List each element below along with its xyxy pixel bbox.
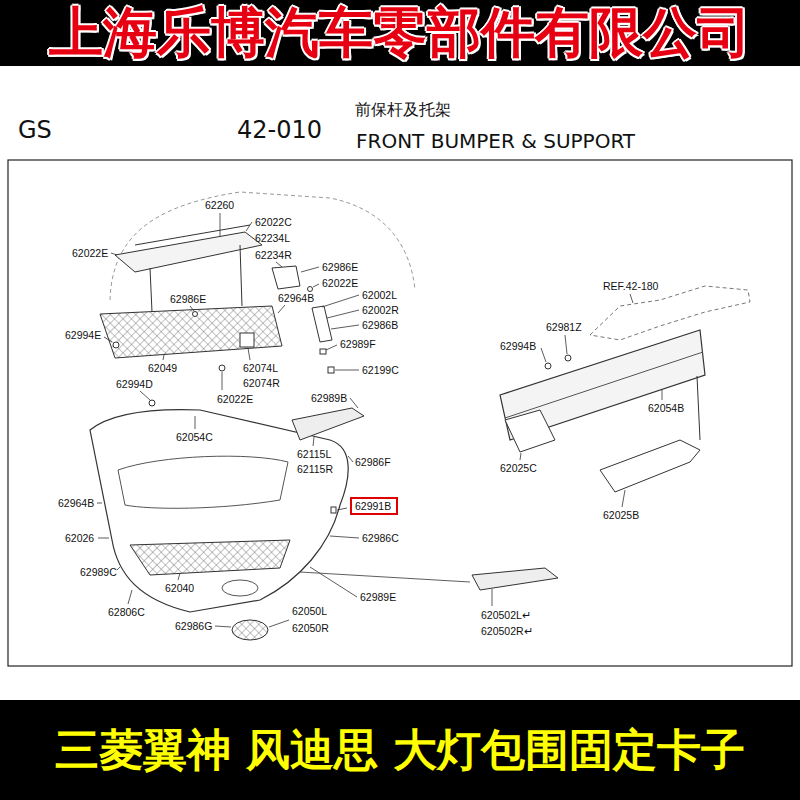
grille-opening [118,456,288,508]
section-title: 前保杆及托架 [355,101,451,119]
callout-number: 62022E [72,247,108,259]
clip-symbol [193,312,198,317]
callout-number: 62234L [255,232,290,244]
absorber-part [600,440,700,492]
bumper-trim [292,408,364,440]
series-code: GS [18,116,52,144]
node-text: 62991B [355,500,393,512]
callout-number: 62964B [278,292,314,304]
callout-number: 620502R↵ [481,625,533,637]
callout-number: 62989E [360,591,396,603]
grille-bracket [240,333,254,347]
callout-number: 62986G [175,620,212,632]
callout-number: 62994B [500,340,536,352]
callout-number: 62989F [340,338,376,350]
callout-number: 62806C [108,606,145,618]
body-silhouette [110,192,415,300]
lower-grille [130,540,290,575]
fog-opening [222,580,258,596]
callout-number: REF.42-180 [603,280,658,292]
bumper-cover [90,410,348,612]
callout-number: 62986B [362,319,398,331]
callout-number: 62054C [176,431,213,443]
callout-number: 62986E [322,261,358,273]
callout-number: 62049 [148,362,177,374]
callout-number: 62022E [217,393,253,405]
side-bar-part [312,306,332,342]
section-number: 42-010 [237,116,322,144]
clip-symbol [320,349,326,354]
callout-number: 620502L↵ [481,609,531,621]
lamp-trim-part [472,568,558,590]
diagram-frame [8,160,792,666]
grille-mesh [100,306,282,358]
bolt-symbol [219,365,225,371]
callout-number: 62074L [243,362,278,374]
callout-number: 62115R [297,463,333,475]
callout-number: 62050L [292,605,327,617]
callout-number: 62054B [648,402,684,414]
callout-number: 62994E [65,329,101,341]
callout-number: 62964B [58,497,94,509]
callout-number: 62022C [255,216,292,228]
callout-number: 62115L [297,448,331,460]
fog-cover [232,620,268,640]
callout-number: 62022E [322,277,358,289]
absorber-part [505,410,555,452]
callout-number: 62989C [80,566,117,578]
reference-outline [590,286,750,340]
clip-symbol [328,367,334,373]
callout-number: 62986F [355,456,391,468]
bolt-symbol [545,363,551,369]
callout-number: 62025C [500,462,537,474]
support-bars [135,225,250,312]
callout-number: 62994D [116,378,153,390]
highlight-box: 62991B [350,497,398,515]
bolt-symbol [565,355,571,361]
bolt-symbol [308,287,313,292]
product-banner: 三菱翼神 风迪思 大灯包围固定卡子 [0,700,800,800]
callout-number: 62074R [243,377,280,389]
callout-number: 62025B [603,509,639,521]
bolt-symbol [113,342,119,348]
beam-rib [505,352,703,418]
callout-number: 62234R [255,249,292,261]
leader-lines [97,213,662,627]
callout-number: 62026 [65,532,94,544]
callout-number: 62002L [362,289,397,301]
callout-number: 62040 [165,582,194,594]
node-text: 三菱翼神 风迪思 大灯包围固定卡子 [55,726,746,774]
callout-number: 62981Z [546,321,582,333]
bracket-part [272,266,300,289]
callout-number: 62989B [311,392,347,404]
callout-number: 62002R [362,304,399,316]
callout-number: 62986C [362,532,399,544]
beam-bracket [697,376,700,440]
company-banner: 上海乐博汽车零部件有限公司 [0,0,800,66]
section-title: FRONT BUMPER & SUPPORT [356,130,635,153]
node-text: 上海乐博汽车零部件有限公司 [49,3,751,62]
callout-number: 62260 [205,199,234,211]
callout-number: 62199C [362,364,399,376]
bolt-symbol [149,400,155,406]
callout-number: 62986E [170,293,206,305]
clip-symbol [331,507,336,513]
callout-number: 62050R [292,622,329,634]
